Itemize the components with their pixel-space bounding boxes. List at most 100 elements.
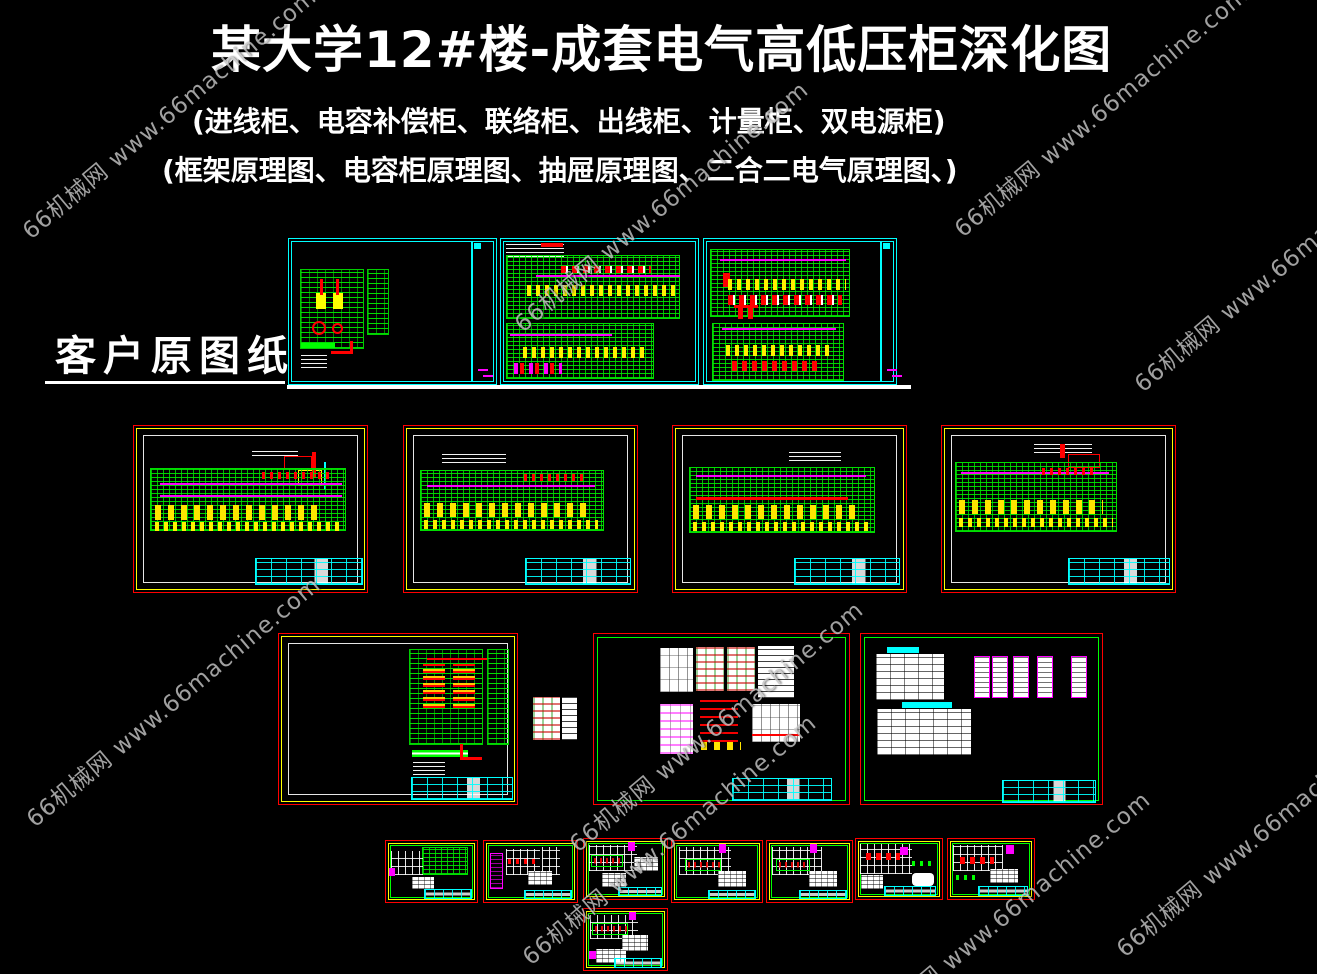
schematic-element xyxy=(956,875,980,880)
schematic-element xyxy=(523,347,645,358)
schematic-element xyxy=(301,352,327,368)
schematic-element xyxy=(160,483,342,485)
schematic-element xyxy=(978,886,1028,896)
schematic-element xyxy=(262,472,334,479)
schematic-element xyxy=(542,847,560,875)
schematic-element xyxy=(960,857,994,864)
drawing-frame-r4-7 xyxy=(947,838,1035,900)
schematic-element xyxy=(424,520,598,529)
schematic-element xyxy=(887,369,897,371)
schematic-element xyxy=(719,844,726,853)
schematic-element xyxy=(367,269,389,335)
drawing-frame-r4-5 xyxy=(766,840,853,903)
schematic-element xyxy=(1071,656,1087,698)
schematic-element xyxy=(589,951,601,959)
schematic-element xyxy=(336,279,339,295)
schematic-element xyxy=(514,363,562,374)
drawing-frame-r5-1 xyxy=(583,908,668,971)
schematic-element xyxy=(628,842,635,851)
watermark-text: 66机械网 www.66machine.com xyxy=(1130,136,1317,398)
drawing-frame-r4-2 xyxy=(483,840,578,903)
schematic-element xyxy=(752,734,800,736)
schematic-element xyxy=(422,847,468,875)
schematic-element xyxy=(536,275,680,277)
schematic-element xyxy=(799,890,847,899)
schematic-element xyxy=(614,958,662,968)
schematic-element xyxy=(990,869,1018,883)
schematic-element xyxy=(877,709,971,755)
schematic-element xyxy=(331,351,353,354)
schematic-element xyxy=(602,873,626,887)
schematic-element xyxy=(622,935,648,951)
section-label-customer-original: 客户原图纸 xyxy=(55,332,295,380)
watermark-text: 66机械网 www.66machine.com xyxy=(1112,701,1317,963)
schematic-element xyxy=(912,873,934,886)
schematic-element xyxy=(961,472,1109,474)
schematic-element xyxy=(660,648,693,692)
schematic-element xyxy=(561,266,651,273)
schematic-element xyxy=(1042,468,1098,475)
drawing-frame-r1-c xyxy=(703,238,902,385)
drawing-frame-r2-3 xyxy=(672,425,907,593)
schematic-element xyxy=(411,777,513,800)
schematic-element xyxy=(508,859,538,864)
schematic-element xyxy=(483,375,493,377)
schematic-element xyxy=(155,522,339,531)
drawing-frame-r1-a xyxy=(288,238,497,385)
drawing-frame-r2-2 xyxy=(403,425,638,593)
drawing-frame-r3-1 xyxy=(278,633,518,805)
schematic-element xyxy=(533,697,560,740)
schematic-element xyxy=(332,323,343,334)
schematic-element xyxy=(312,321,326,335)
divider-line xyxy=(287,385,911,389)
schematic-element xyxy=(758,646,794,698)
page-subtitle-cabinets: (进线柜、电容补偿柜、联络柜、出线柜、计量柜、双电源柜) xyxy=(192,105,946,138)
schematic-element xyxy=(861,875,883,889)
drawing-frame-r4-4 xyxy=(671,840,763,903)
schematic-element xyxy=(255,558,363,585)
schematic-element xyxy=(1060,444,1065,458)
schematic-element xyxy=(959,518,1113,527)
schematic-element xyxy=(541,243,563,247)
schematic-element xyxy=(883,243,890,249)
section-underline xyxy=(45,381,285,384)
schematic-element xyxy=(992,656,1008,698)
schematic-element xyxy=(880,241,882,381)
schematic-element xyxy=(708,890,756,899)
schematic-element xyxy=(720,259,846,261)
schematic-element xyxy=(527,285,677,296)
drawing-frame-r4-3 xyxy=(583,838,668,900)
schematic-element xyxy=(810,844,817,853)
schematic-element xyxy=(471,241,473,382)
drawing-frame-r2-4 xyxy=(941,425,1176,593)
drawing-frame-r3-2 xyxy=(593,633,850,805)
drawing-frame-r4-1 xyxy=(385,840,478,903)
schematic-element xyxy=(316,293,326,309)
schematic-element xyxy=(789,452,841,461)
schematic-element xyxy=(300,269,364,349)
schematic-element xyxy=(1013,656,1029,698)
page-subtitle-schematics: (框架原理图、电容柜原理图、抽屉原理图、二合二电气原理图、) xyxy=(162,154,958,187)
schematic-element xyxy=(912,861,932,866)
schematic-element xyxy=(524,890,572,899)
schematic-element xyxy=(618,887,662,896)
schematic-element xyxy=(718,871,746,887)
schematic-element xyxy=(423,664,445,708)
drawing-frame-r2-1 xyxy=(133,425,368,593)
schematic-element xyxy=(333,293,343,309)
drawing-frame-r1-b xyxy=(500,238,699,385)
schematic-element xyxy=(1037,656,1053,698)
schematic-element xyxy=(884,886,936,896)
drawing-frame-float-1 xyxy=(533,697,560,740)
schematic-element xyxy=(726,345,830,356)
schematic-element xyxy=(752,704,800,742)
schematic-element xyxy=(592,923,628,935)
schematic-element xyxy=(738,307,743,319)
schematic-element xyxy=(1002,780,1096,803)
page-title: 某大学12#楼-成套电气高低压柜深化图 xyxy=(211,21,1113,79)
schematic-element xyxy=(696,647,724,691)
schematic-element xyxy=(696,497,848,500)
schematic-element xyxy=(474,243,481,249)
schematic-element xyxy=(734,305,758,308)
